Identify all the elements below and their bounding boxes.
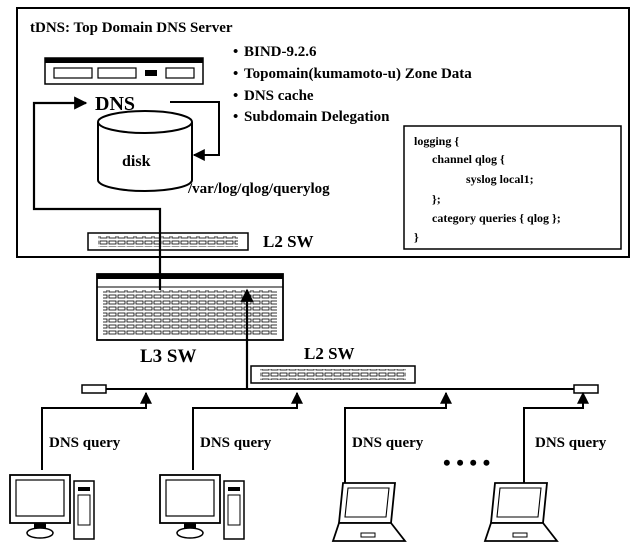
laptop-computer-icon	[483, 482, 559, 542]
client-1-query-label: DNS query	[49, 435, 121, 451]
server-box-title: tDNS: Top Domain DNS Server	[30, 20, 233, 36]
client-query-arrow	[523, 391, 589, 483]
more-clients-ellipsis: • • • •	[443, 450, 490, 475]
client-2-query-label: DNS query	[200, 435, 272, 451]
logging-config-box: logging { channel qlog { syslog local1; …	[403, 125, 622, 250]
feature-dns-cache: DNS cache	[244, 88, 314, 104]
l3-switch-label: L3 SW	[140, 346, 197, 367]
client-query-arrow	[41, 391, 152, 470]
config-line: category queries { qlog };	[432, 211, 561, 225]
querylog-path: /var/log/qlog/querylog	[187, 181, 330, 197]
feature-bullet-marker: •	[233, 44, 238, 60]
config-line: channel qlog {	[432, 152, 505, 166]
feature-bullet-marker: •	[233, 88, 238, 104]
feature-bullet-marker: •	[233, 109, 238, 125]
feature-subdomain-delegation: Subdomain Delegation	[244, 109, 390, 125]
server-feature-list: • BIND-9.2.6 • Topomain(kumamoto-u) Zone…	[233, 44, 472, 125]
l3-switch	[96, 273, 284, 341]
l2-switch-client-side	[250, 365, 416, 384]
l2-switch-server-side	[87, 232, 249, 251]
disk-icon	[97, 110, 193, 192]
client-query-arrow	[192, 391, 303, 470]
client-3-query-label: DNS query	[352, 435, 424, 451]
desktop-computer-icon	[9, 474, 95, 540]
feature-bullet-marker: •	[233, 66, 238, 82]
client-4-query-label: DNS query	[535, 435, 607, 451]
query-path-to-dns	[32, 96, 162, 290]
config-line: };	[432, 192, 441, 206]
config-line: logging {	[414, 134, 459, 148]
dns-to-disk-arrow	[170, 101, 220, 161]
rack-server-icon	[44, 57, 204, 85]
laptop-computer-icon	[331, 482, 407, 542]
l2-switch-server-label: L2 SW	[263, 232, 314, 251]
disk-label: disk	[122, 153, 151, 170]
config-line: }	[414, 230, 419, 244]
client-query-arrow	[344, 391, 452, 483]
ethernet-bus	[81, 384, 599, 394]
config-line: syslog local1;	[466, 172, 534, 186]
l2-switch-client-label: L2 SW	[304, 344, 355, 363]
feature-zone-data: Topomain(kumamoto-u) Zone Data	[244, 66, 472, 82]
desktop-computer-icon	[159, 474, 245, 540]
feature-bind-version: BIND-9.2.6	[244, 44, 317, 60]
dns-label: DNS	[95, 93, 135, 115]
